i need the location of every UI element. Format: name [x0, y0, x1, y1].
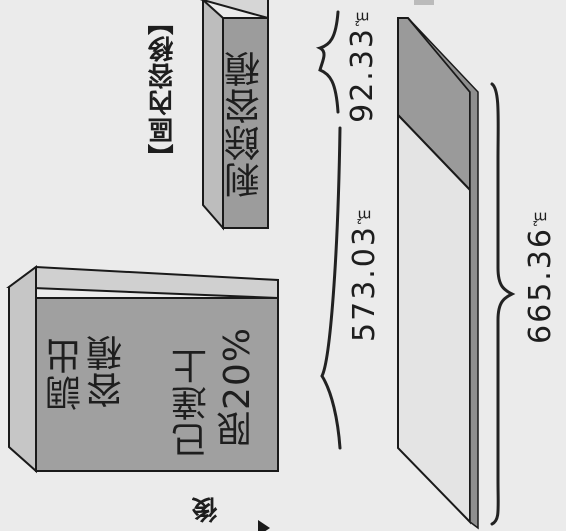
value-total-unit: ㎡ — [532, 210, 550, 227]
value-total: 665.36㎡ — [523, 210, 558, 344]
slab-edge — [407, 17, 479, 530]
value-mid-number: 573.03 — [347, 225, 382, 342]
brace-mid — [320, 126, 342, 450]
right-block-front-face — [222, 17, 269, 229]
left-block-label-1: 調出 — [46, 337, 87, 411]
value-total-number: 665.36 — [523, 227, 558, 344]
left-block-label-3: 已達上 — [172, 347, 213, 458]
brace-small — [315, 10, 340, 114]
value-small: 92.33㎡ — [345, 10, 380, 123]
value-mid-unit: ㎡ — [356, 208, 374, 225]
section-title: 【區內容移】 — [148, 8, 178, 170]
left-block-label-2: 容積 — [87, 334, 128, 408]
left-volume-block — [6, 265, 279, 474]
value-small-unit: ㎡ — [354, 10, 372, 27]
right-block-label: 剩餘容積 — [225, 50, 266, 198]
left-block-label-4: 限20% — [217, 327, 258, 448]
bottom-arrow-head — [258, 520, 270, 531]
left-block-top-face — [6, 265, 279, 300]
bottom-label: 後 — [192, 496, 222, 523]
right-block-side-face — [202, 0, 224, 231]
value-mid: 573.03㎡ — [347, 208, 382, 342]
brace-total — [490, 82, 516, 526]
right-block-top-face — [200, 0, 269, 20]
right-volume-block — [200, 0, 269, 231]
left-block-side-face — [8, 265, 37, 474]
value-small-number: 92.33 — [345, 27, 380, 123]
corner-mark — [414, 0, 434, 5]
left-block-front-face — [35, 297, 279, 472]
total-volume-slab — [397, 17, 479, 530]
